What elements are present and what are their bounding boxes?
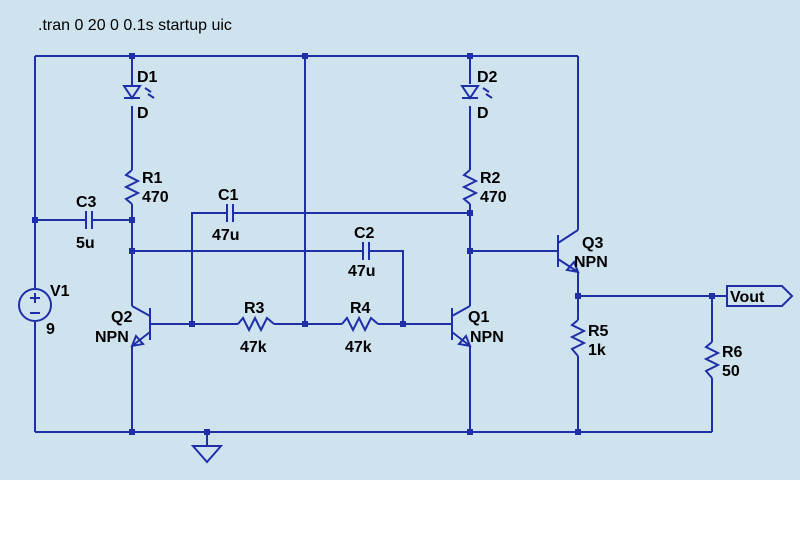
- q1-name-label: Q1: [468, 309, 489, 326]
- transistor-q2[interactable]: [130, 305, 157, 348]
- transistor-q1[interactable]: [447, 305, 472, 348]
- r2-name-label: R2: [480, 170, 501, 187]
- resistor-r4[interactable]: [341, 315, 379, 333]
- d2-value-label: D: [477, 105, 489, 122]
- r5-name-label: R5: [588, 323, 609, 340]
- r1-value-label: 470: [142, 189, 169, 206]
- q3-name-label: Q3: [582, 235, 603, 252]
- r6-name-label: R6: [722, 344, 743, 361]
- schematic-background: [0, 0, 800, 480]
- c2-name-label: C2: [354, 225, 375, 242]
- resistor-r5[interactable]: [569, 319, 587, 357]
- vout-net-flag[interactable]: [726, 285, 794, 307]
- c2-value-label: 47u: [348, 263, 376, 280]
- v1-value-label: 9: [46, 321, 55, 338]
- spice-directive[interactable]: .tran 0 20 0 0.1s startup uic: [38, 17, 232, 34]
- led-d1[interactable]: [122, 84, 155, 100]
- transistor-q3[interactable]: [553, 229, 580, 274]
- d1-name-label: D1: [137, 69, 158, 86]
- junction-dots: [32, 53, 715, 435]
- r6-value-label: 50: [722, 363, 740, 380]
- resistor-r1[interactable]: [123, 169, 141, 205]
- q1-value-label: NPN: [470, 329, 504, 346]
- r2-value-label: 470: [480, 189, 507, 206]
- c3-name-label: C3: [76, 194, 97, 211]
- capacitor-c1[interactable]: [226, 204, 234, 222]
- c3-value-label: 5u: [76, 235, 95, 252]
- r3-name-label: R3: [244, 300, 265, 317]
- resistor-r6[interactable]: [703, 341, 721, 379]
- d1-value-label: D: [137, 105, 149, 122]
- r5-value-label: 1k: [588, 342, 606, 359]
- c1-name-label: C1: [218, 187, 239, 204]
- q2-value-label: NPN: [95, 329, 129, 346]
- wires: [34, 55, 727, 446]
- vout-net-label: Vout: [730, 289, 765, 306]
- resistor-r3[interactable]: [237, 315, 275, 333]
- led-d2[interactable]: [460, 85, 493, 100]
- capacitor-c2[interactable]: [362, 242, 370, 260]
- resistor-r2[interactable]: [461, 169, 479, 205]
- r4-name-label: R4: [350, 300, 371, 317]
- q3-value-label: NPN: [574, 254, 608, 271]
- c1-value-label: 47u: [212, 227, 240, 244]
- r3-value-label: 47k: [240, 339, 267, 356]
- r4-value-label: 47k: [345, 339, 372, 356]
- d2-name-label: D2: [477, 69, 498, 86]
- q2-name-label: Q2: [111, 309, 132, 326]
- page-margin: [0, 480, 800, 540]
- capacitor-c3[interactable]: [85, 211, 93, 229]
- ground-symbol[interactable]: [190, 445, 224, 464]
- voltage-source-v1[interactable]: [18, 288, 52, 322]
- v1-name-label: V1: [50, 283, 70, 300]
- r1-name-label: R1: [142, 170, 163, 187]
